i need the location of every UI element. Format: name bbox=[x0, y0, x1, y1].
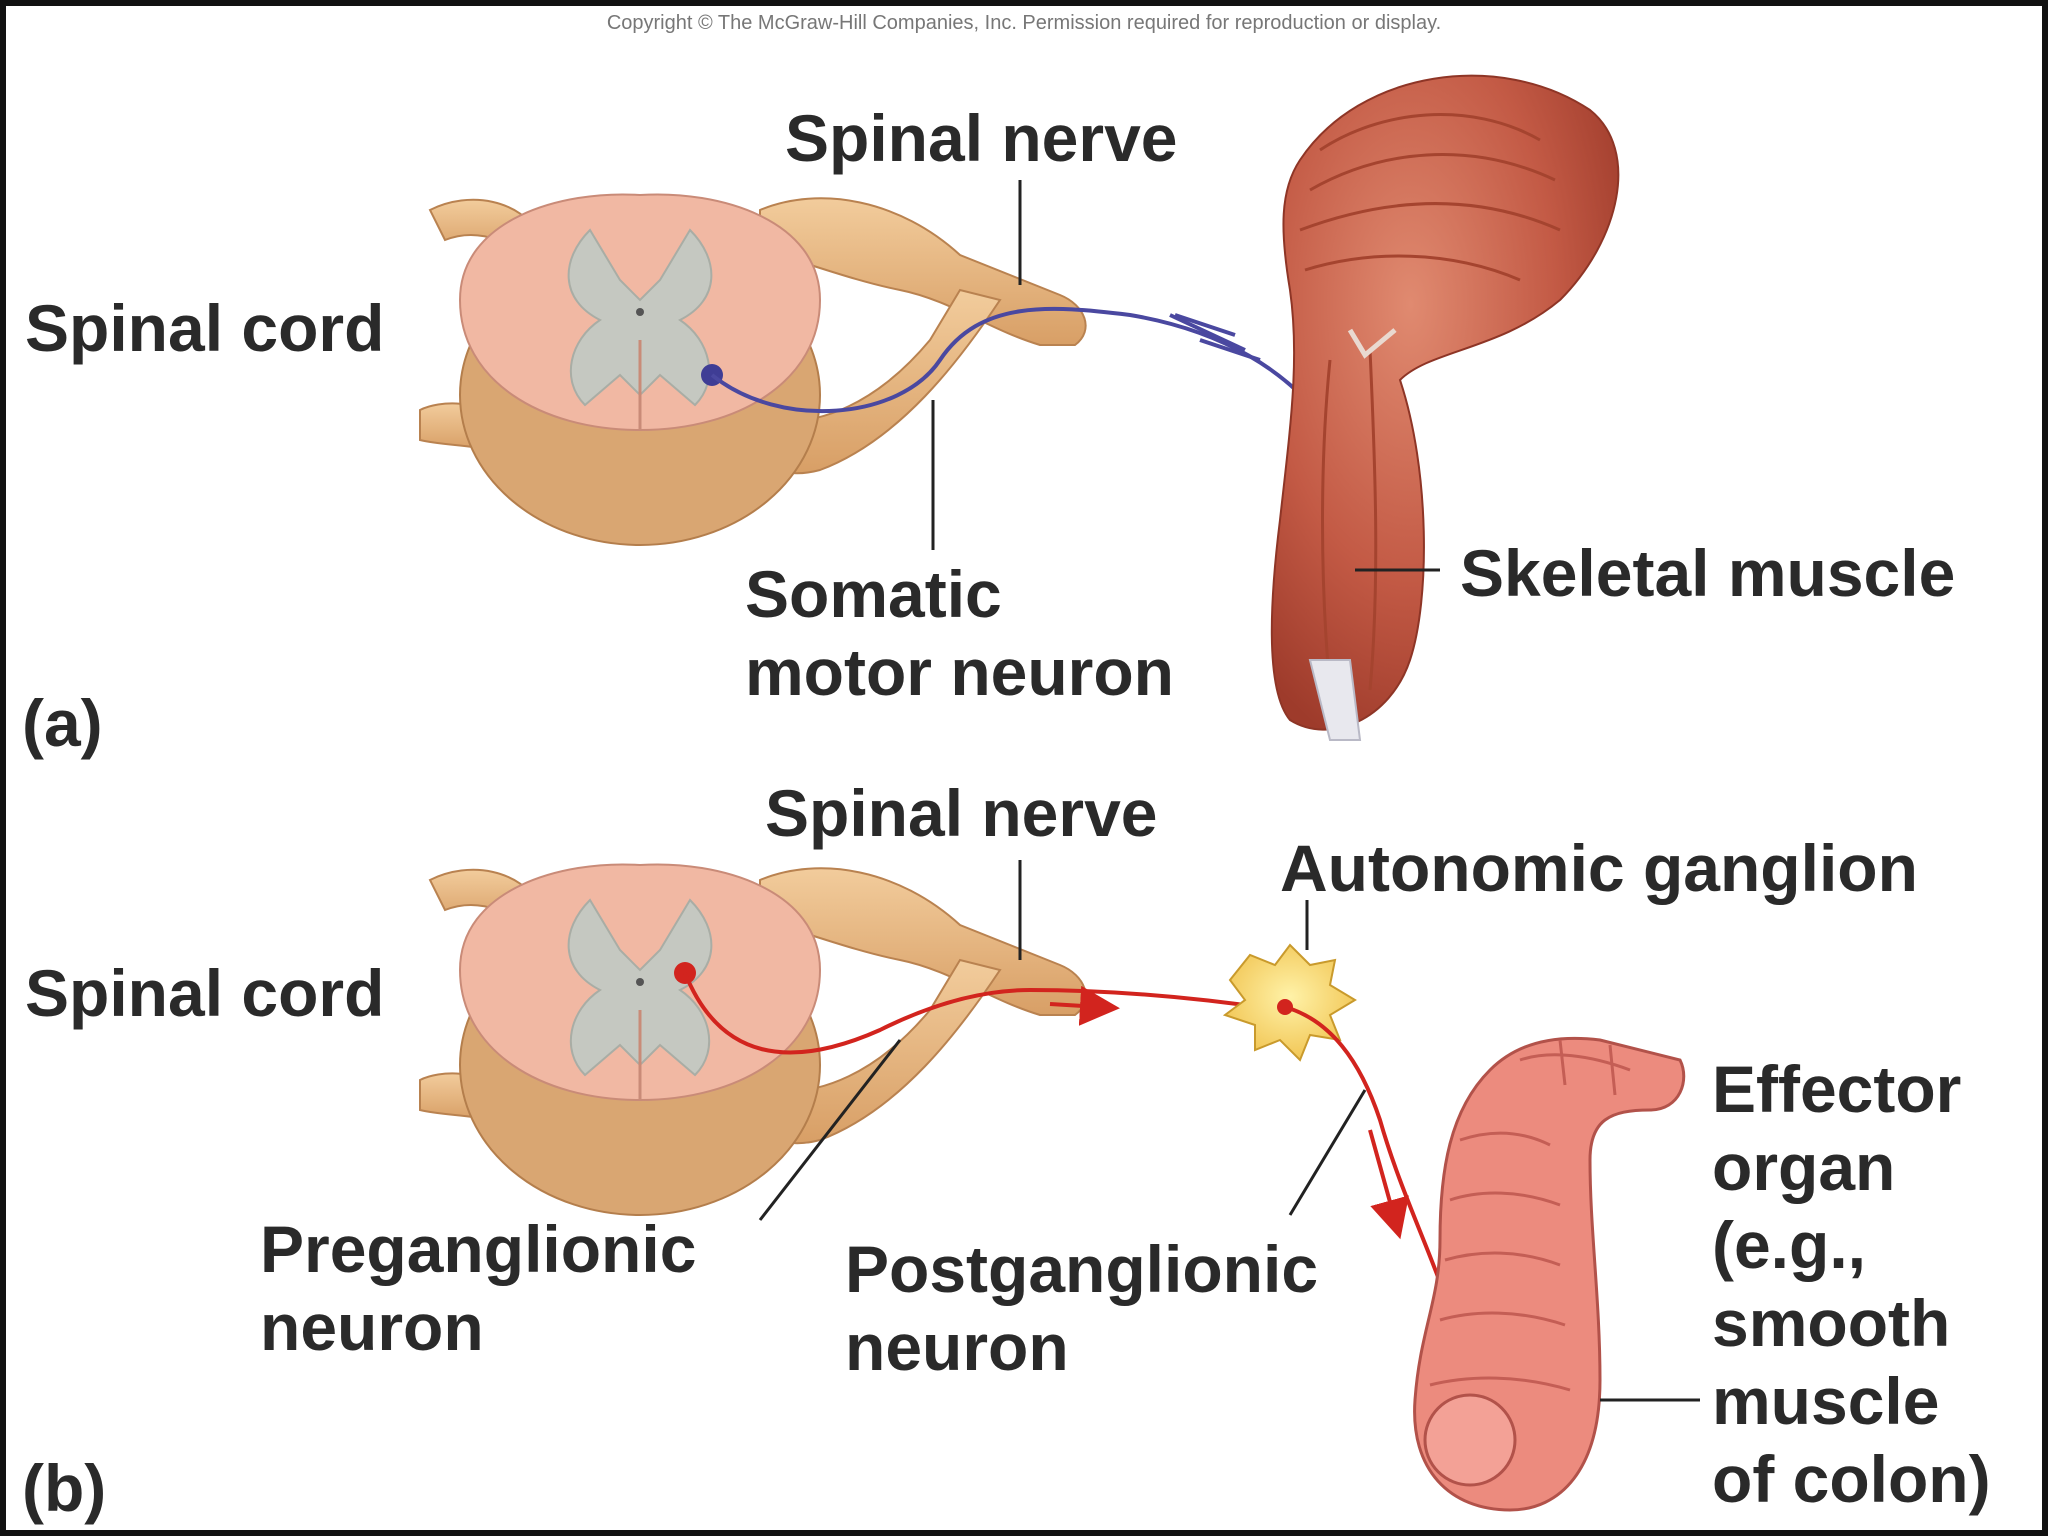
label-spinal-cord-a: Spinal cord bbox=[25, 291, 385, 365]
leader-lines-b bbox=[758, 860, 1700, 1402]
label-effector-line2: organ bbox=[1712, 1130, 1896, 1204]
label-spinal-nerve-a: Spinal nerve bbox=[785, 101, 1178, 175]
label-postganglionic-neuron: Postganglionic neuron bbox=[845, 1230, 1318, 1386]
skeletal-muscle-illustration bbox=[1270, 74, 1620, 741]
label-autonomic-ganglion: Autonomic ganglion bbox=[1280, 831, 1918, 905]
leader-lines-a bbox=[931, 180, 1440, 572]
label-effector-line1: Effector bbox=[1712, 1052, 1962, 1126]
label-somatic-motor-neuron: Somatic motor neuron bbox=[745, 555, 1174, 711]
panel-tag-a: (a) bbox=[22, 686, 103, 760]
label-somatic-line1: Somatic bbox=[745, 557, 1002, 631]
label-effector-line3: (e.g., bbox=[1712, 1208, 1867, 1282]
label-spinal-cord-b: Spinal cord bbox=[25, 956, 385, 1030]
label-spinal-nerve-b: Spinal nerve bbox=[765, 776, 1158, 850]
label-post-line2: neuron bbox=[845, 1310, 1069, 1384]
panel-tag-b: (b) bbox=[22, 1451, 107, 1525]
label-preganglionic-neuron: Preganglionic neuron bbox=[260, 1210, 696, 1366]
autonomic-ganglion-illustration bbox=[1222, 943, 1357, 1062]
label-effector-line5: muscle bbox=[1712, 1364, 1940, 1438]
label-somatic-line2: motor neuron bbox=[745, 635, 1174, 709]
label-post-line1: Postganglionic bbox=[845, 1232, 1319, 1306]
label-skeletal-muscle: Skeletal muscle bbox=[1460, 536, 1956, 610]
label-effector-line6: of colon) bbox=[1712, 1442, 1991, 1516]
label-effector-organ: Effector organ (e.g., smooth muscle of c… bbox=[1712, 1050, 1991, 1518]
spinal-cord-b bbox=[419, 863, 1087, 1216]
label-effector-line4: smooth bbox=[1712, 1286, 1951, 1360]
colon-illustration bbox=[1413, 1036, 1686, 1512]
spinal-cord-a bbox=[419, 193, 1087, 546]
copyright-notice: Copyright © The McGraw-Hill Companies, I… bbox=[606, 12, 1442, 34]
preganglionic-neuron bbox=[674, 962, 1281, 1055]
label-pre-line2: neuron bbox=[260, 1290, 484, 1364]
label-pre-line1: Preganglionic bbox=[260, 1212, 697, 1286]
